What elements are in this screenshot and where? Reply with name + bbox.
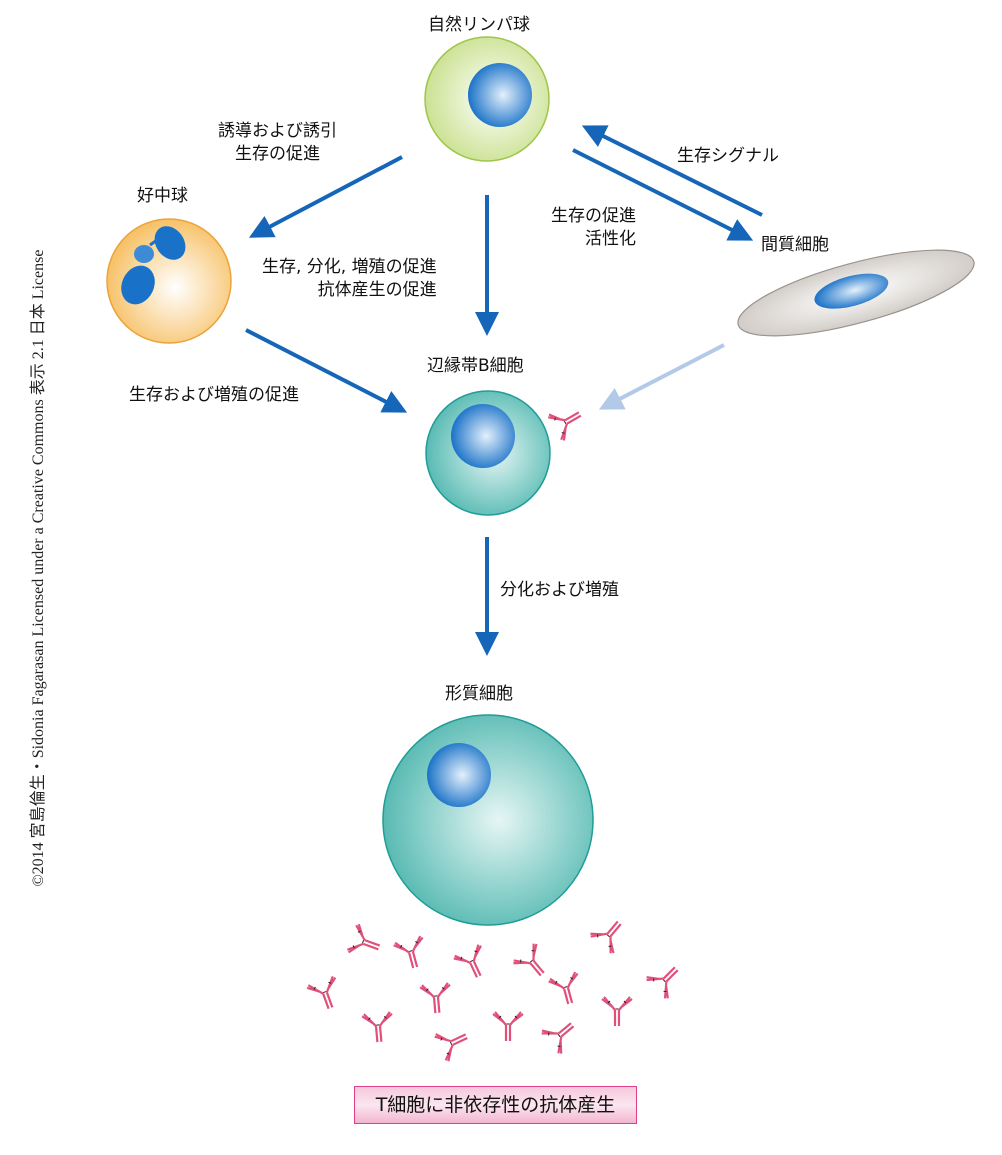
antibody-icon — [418, 981, 454, 1016]
secreted-antibodies — [305, 912, 689, 1064]
label-line: 生存の促進 — [551, 206, 636, 226]
arrow-nk-to-neutrophil — [248, 155, 403, 238]
arrow-stromal-to-b — [598, 343, 725, 410]
label-plasma-cell: 形質細胞 — [445, 684, 513, 704]
antibody-icon — [644, 956, 689, 1001]
marginal-zone-b-cell — [425, 390, 589, 516]
label-nk-to-b: 生存, 分化, 増殖の促進 抗体産生の促進 — [262, 256, 437, 302]
label-line: 生存, 分化, 増殖の促進 — [262, 257, 437, 277]
antibody-icon — [547, 970, 586, 1009]
plasma-cell — [382, 714, 594, 926]
antibody-icon — [451, 942, 494, 984]
copyright-notice: ©2014 宮島倫生・Sidonia Fagarasan Licensed un… — [30, 249, 47, 887]
antibody-icon — [392, 934, 431, 973]
label-b-cell: 辺縁帯B細胞 — [427, 356, 524, 376]
label-line: 誘導および誘引 — [218, 121, 337, 141]
label-b-to-plasma: 分化および増殖 — [500, 580, 619, 600]
antibody-icon — [511, 941, 555, 985]
label-line: 活性化 — [585, 229, 636, 249]
stromal-cell — [737, 249, 975, 337]
antibody-icon — [305, 974, 346, 1015]
result-label-box: T細胞に非依存性の抗体産生 — [354, 1086, 637, 1124]
label-line: 生存の促進 — [235, 144, 320, 164]
antibody-icon — [432, 1021, 474, 1064]
surface-antibody-icon — [546, 399, 589, 443]
label-nk-cell: 自然リンパ球 — [428, 15, 530, 35]
antibody-icon — [539, 1012, 583, 1056]
label-nk-to-neutrophil: 誘導および誘引 生存の促進 — [218, 120, 337, 166]
label-nk-to-stromal: 生存の促進 活性化 — [551, 205, 636, 251]
antibody-icon — [588, 912, 632, 956]
antibody-icon — [600, 995, 634, 1028]
label-neutrophil-to-b: 生存および増殖の促進 — [129, 385, 299, 405]
label-stromal-cell: 間質細胞 — [761, 235, 829, 255]
antibody-icon — [360, 1010, 396, 1045]
arrow-stromal-to-nk — [581, 125, 763, 217]
nk-cell — [424, 36, 550, 162]
antibody-icon — [491, 1010, 525, 1043]
arrow-nk-to-stromal — [572, 148, 754, 241]
arrow-neutrophil-to-b — [245, 328, 408, 413]
label-neutrophil: 好中球 — [137, 186, 188, 206]
antibody-icon — [345, 922, 386, 963]
label-line: 抗体産生の促進 — [317, 280, 437, 300]
neutrophil-cell — [106, 218, 232, 344]
label-stromal-to-nk: 生存シグナル — [677, 146, 779, 166]
